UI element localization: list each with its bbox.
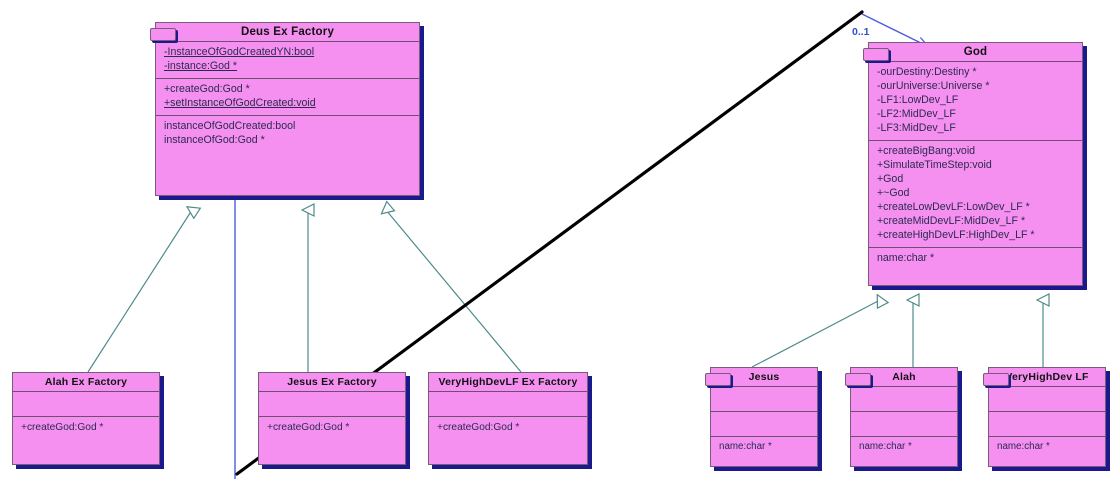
class-box-jesus-ex-factory[interactable]: Jesus Ex Factory +createGod:God *	[258, 372, 406, 465]
extras-compartment: instanceOfGodCreated:bool instanceOfGod:…	[156, 116, 419, 152]
divider	[851, 411, 957, 412]
extras-compartment: name:char *	[989, 437, 1105, 458]
extra-row: name:char *	[877, 251, 935, 264]
divider	[869, 61, 1082, 62]
extra-row: instanceOfGod:God *	[164, 133, 265, 146]
operation-row: +createGod:God *	[21, 422, 104, 433]
class-title-alah-ex-factory: Alah Ex Factory	[44, 376, 128, 388]
generalization-alah-ex-factory-to-deus	[87, 210, 192, 373]
operations-compartment: +createGod:God *	[259, 417, 405, 438]
operation-row: +~God	[877, 186, 910, 199]
class-tab-icon	[983, 373, 1009, 386]
operation-row: +createHighDevLF:HighDev_LF *	[877, 228, 1035, 241]
attribute-row: -instance:God *	[164, 59, 238, 72]
operations-compartment	[989, 412, 1105, 436]
class-title-alah: Alah	[892, 371, 916, 383]
association-multiplicity-label: 0..1	[852, 26, 870, 38]
class-box-jesus[interactable]: Jesus name:char *	[705, 367, 818, 467]
extra-row: name:char *	[997, 441, 1050, 452]
class-title-god: God	[963, 46, 988, 58]
class-tab-icon	[863, 48, 889, 61]
class-title-jesus-ex-factory: Jesus Ex Factory	[287, 376, 377, 388]
class-title-veryhighdev-lf: VeryHighDev LF	[1005, 371, 1089, 383]
attribute-row: -ourDestiny:Destiny *	[877, 66, 977, 78]
attribute-row: -LF2:MidDev_LF	[877, 107, 956, 120]
generalization-jesus-to-god	[751, 300, 880, 368]
divider	[989, 411, 1105, 412]
operation-row: +createBigBang:void	[877, 144, 976, 157]
operation-row: +createGod:God *	[267, 422, 350, 433]
operation-row: +createMidDevLF:MidDev_LF *	[877, 214, 1026, 227]
class-box-alah[interactable]: Alah name:char *	[845, 367, 958, 467]
generalization-veryhighdevlf-ex-factory-to-deus	[386, 210, 522, 373]
class-title-veryhighdevlf-ex-factory: VeryHighDevLF Ex Factory	[438, 376, 578, 388]
divider	[989, 386, 1105, 387]
operations-compartment: +createGod:God *	[13, 417, 159, 438]
extras-compartment: name:char *	[711, 437, 817, 458]
operations-compartment: +createGod:God *	[429, 417, 587, 438]
class-box-alah-ex-factory[interactable]: Alah Ex Factory +createGod:God *	[12, 372, 160, 465]
class-title-deus-ex-factory: Deus Ex Factory	[240, 26, 335, 38]
class-tab-icon	[705, 373, 731, 386]
divider	[13, 391, 159, 392]
divider	[869, 246, 1082, 248]
divider	[13, 416, 159, 417]
extra-row: name:char *	[719, 441, 772, 452]
operations-compartment	[711, 412, 817, 436]
operation-row: +setInstanceOfGodCreated:void	[164, 96, 316, 109]
attribute-row: -ourUniverse:Universe *	[877, 79, 990, 92]
divider	[989, 436, 1105, 437]
operation-row: +createLowDevLF:LowDev_LF *	[877, 200, 1030, 213]
extra-row: name:char *	[859, 441, 912, 452]
operation-row: +createGod:God *	[164, 82, 250, 95]
operations-compartment	[851, 412, 957, 436]
attributes-compartment	[259, 392, 405, 416]
class-box-veryhighdev-lf[interactable]: VeryHighDev LF name:char *	[983, 367, 1106, 467]
operation-row: +God	[877, 172, 904, 185]
extras-compartment: name:char *	[869, 248, 1082, 270]
class-box-god[interactable]: God -ourDestiny:Destiny * -ourUniverse:U…	[863, 42, 1083, 286]
attributes-compartment	[13, 392, 159, 416]
attribute-row: -LF1:LowDev_LF	[877, 93, 959, 106]
class-tab-icon	[845, 373, 871, 386]
operations-compartment: +createGod:God * +setInstanceOfGodCreate…	[156, 79, 419, 115]
attribute-row: -LF3:MidDev_LF	[877, 121, 956, 134]
attributes-compartment	[989, 387, 1105, 411]
attribute-row: -InstanceOfGodCreatedYN:bool	[164, 46, 315, 58]
attributes-compartment: -InstanceOfGodCreatedYN:bool -instance:G…	[156, 42, 419, 78]
operations-compartment: +createBigBang:void +SimulateTimeStep:vo…	[869, 141, 1082, 247]
divider	[851, 436, 957, 437]
divider	[851, 386, 957, 387]
attributes-compartment	[851, 387, 957, 411]
class-box-deus-ex-factory[interactable]: Deus Ex Factory -InstanceOfGodCreatedYN:…	[150, 22, 420, 196]
divider	[869, 139, 1082, 141]
extras-compartment: name:char *	[851, 437, 957, 458]
class-box-veryhighdevlf-ex-factory[interactable]: VeryHighDevLF Ex Factory +createGod:God …	[428, 372, 588, 465]
operation-row: +createGod:God *	[437, 422, 520, 433]
attributes-compartment: -ourDestiny:Destiny * -ourUniverse:Unive…	[869, 62, 1082, 140]
class-tab-icon	[150, 28, 176, 41]
attributes-compartment	[711, 387, 817, 411]
operation-row: +SimulateTimeStep:void	[877, 158, 992, 171]
extra-row: instanceOfGodCreated:bool	[164, 119, 296, 132]
attributes-compartment	[429, 392, 587, 416]
